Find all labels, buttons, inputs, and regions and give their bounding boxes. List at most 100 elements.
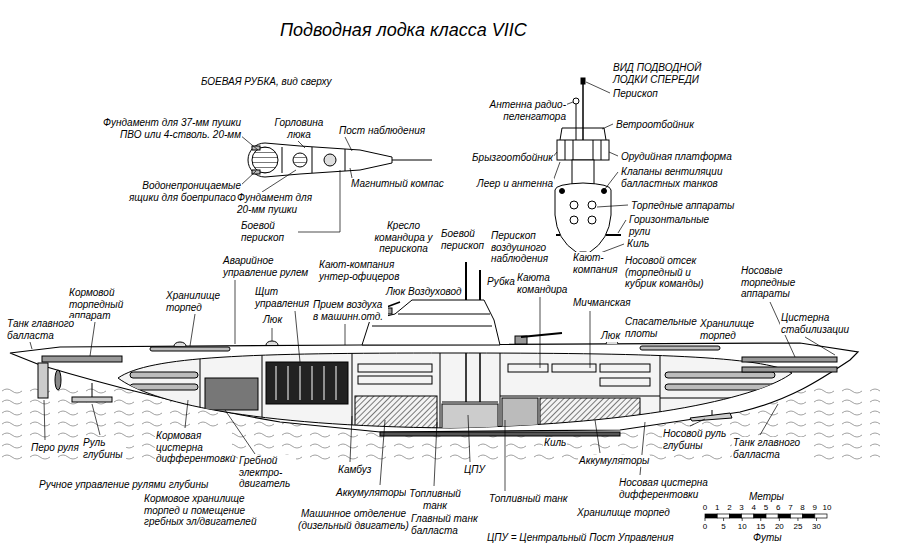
drawing-part bbox=[312, 147, 313, 173]
scale-bar bbox=[705, 514, 827, 521]
drawing-part bbox=[42, 356, 122, 362]
part-label: Руль глубины bbox=[82, 437, 126, 460]
part-label: Носовые торпедные аппараты bbox=[740, 265, 808, 300]
drawing-part bbox=[690, 413, 732, 421]
part-label: Люк bbox=[262, 314, 283, 326]
part-label: Орудийная платформа bbox=[620, 151, 733, 163]
drawing-part bbox=[805, 337, 835, 355]
scale-label: 30 bbox=[811, 522, 822, 531]
drawing-part bbox=[44, 400, 45, 440]
part-label: Брызгоотбойник bbox=[455, 152, 554, 164]
drawing-part bbox=[602, 124, 613, 129]
drawing-part bbox=[479, 270, 481, 300]
drawing-part bbox=[30, 342, 32, 349]
drawing-part bbox=[295, 311, 300, 362]
drawing-part bbox=[816, 518, 817, 521]
drawing-part bbox=[660, 398, 792, 399]
drawing-part bbox=[130, 350, 792, 432]
part-label: Аварийное управление рулем bbox=[222, 255, 316, 278]
drawing-part bbox=[500, 396, 660, 397]
part-label: Кают-компания унтер-офицеров bbox=[318, 259, 412, 282]
part-label: Хранилище торпед bbox=[699, 318, 757, 341]
part-label: Спасательные плоты bbox=[624, 316, 696, 339]
part-label: Водонепроницаемые ящики для боеприпасов bbox=[112, 180, 242, 203]
drawing-part bbox=[200, 350, 201, 432]
drawing-part bbox=[266, 341, 278, 345]
scale-label: 0 bbox=[702, 503, 708, 512]
part-label: ВИД ПОДВОДНОЙ ЛОДКИ СПЕРЕДИ bbox=[612, 62, 706, 85]
drawing-part bbox=[358, 376, 432, 384]
part-label: Главный танк балласта bbox=[410, 513, 482, 536]
drawing-part bbox=[345, 137, 352, 151]
part-label: Боевой перископ bbox=[440, 228, 490, 251]
scale-label: 1 bbox=[714, 503, 720, 512]
part-label: Антенна радио-пеленгатора bbox=[470, 99, 567, 122]
drawing-part bbox=[712, 410, 713, 415]
part-label: Кормовое хранилище торпед и помещение гр… bbox=[143, 493, 270, 528]
scale-label: 5 bbox=[720, 522, 726, 531]
drawing-part bbox=[92, 383, 93, 398]
drawing-part bbox=[130, 384, 198, 390]
scale-label: 9 bbox=[812, 503, 818, 512]
part-label: Перископ bbox=[612, 88, 659, 100]
drawing-part bbox=[797, 518, 798, 521]
drawing-part bbox=[555, 183, 611, 256]
part-label: Хранилище торпед bbox=[576, 507, 671, 519]
part-label: Каюта командира bbox=[516, 272, 572, 295]
scale-label: 0 bbox=[702, 522, 708, 531]
drawing-part bbox=[174, 342, 186, 346]
drawing-part bbox=[505, 420, 506, 491]
drawing-part bbox=[479, 353, 481, 402]
drawing-part bbox=[130, 372, 198, 378]
drawing-part bbox=[10, 343, 858, 432]
drawing-part bbox=[500, 350, 501, 432]
part-label: Горловина люка bbox=[268, 117, 330, 140]
drawing-part bbox=[38, 363, 48, 398]
drawing-part bbox=[235, 280, 236, 344]
drawing-part bbox=[312, 366, 313, 400]
part-label: Кресло командира у перископа bbox=[365, 220, 442, 255]
drawing-part bbox=[590, 311, 591, 368]
side-view bbox=[10, 262, 858, 436]
drawing-part bbox=[790, 514, 802, 518]
drawing-part bbox=[521, 333, 562, 337]
scale-label: 25 bbox=[792, 522, 803, 531]
drawing-part bbox=[760, 518, 761, 521]
drawing-part bbox=[465, 262, 467, 300]
drawing-part bbox=[570, 216, 578, 224]
drawing-part bbox=[190, 314, 195, 346]
drawing-part bbox=[276, 366, 277, 400]
drawing-part bbox=[293, 153, 307, 167]
part-label: Кормовая цистерна дифферентовки bbox=[155, 430, 232, 465]
drawing-part bbox=[723, 518, 724, 521]
scale-label: Метры bbox=[748, 491, 785, 503]
drawing-part bbox=[760, 404, 778, 435]
drawing-part bbox=[468, 415, 470, 462]
leader-lines bbox=[30, 82, 835, 491]
part-label: Аккумуляторы bbox=[335, 487, 407, 499]
drawing-part bbox=[588, 216, 596, 224]
drawing-part bbox=[602, 189, 607, 194]
drawing-part bbox=[262, 170, 296, 192]
scale-label: 5 bbox=[763, 503, 769, 512]
drawing-part bbox=[540, 398, 640, 428]
drawing-part bbox=[372, 326, 492, 327]
scale-label: 2 bbox=[726, 503, 732, 512]
drawing-part bbox=[705, 514, 717, 518]
scale-label: 7 bbox=[787, 503, 793, 512]
part-label: Щит управления bbox=[254, 286, 314, 309]
part-label: Ручное управление рулями глубины bbox=[38, 479, 209, 491]
part-label: Кают-компания bbox=[572, 252, 620, 275]
scale-label: 15 bbox=[755, 522, 766, 531]
part-label: Топливный танк bbox=[488, 493, 568, 505]
drawing-part bbox=[815, 514, 827, 518]
drawing-part bbox=[803, 514, 815, 518]
part-label: Магнитный компас bbox=[350, 178, 445, 190]
part-label: Цистерна стабилизации bbox=[780, 312, 854, 335]
part-label: Топливный танк bbox=[406, 488, 464, 511]
drawing-part bbox=[565, 140, 566, 160]
scale-label: 10 bbox=[737, 522, 748, 531]
drawing-part bbox=[557, 140, 609, 160]
part-label: Воздуховод bbox=[407, 286, 463, 298]
part-label: Ветроотбойник bbox=[615, 119, 695, 131]
